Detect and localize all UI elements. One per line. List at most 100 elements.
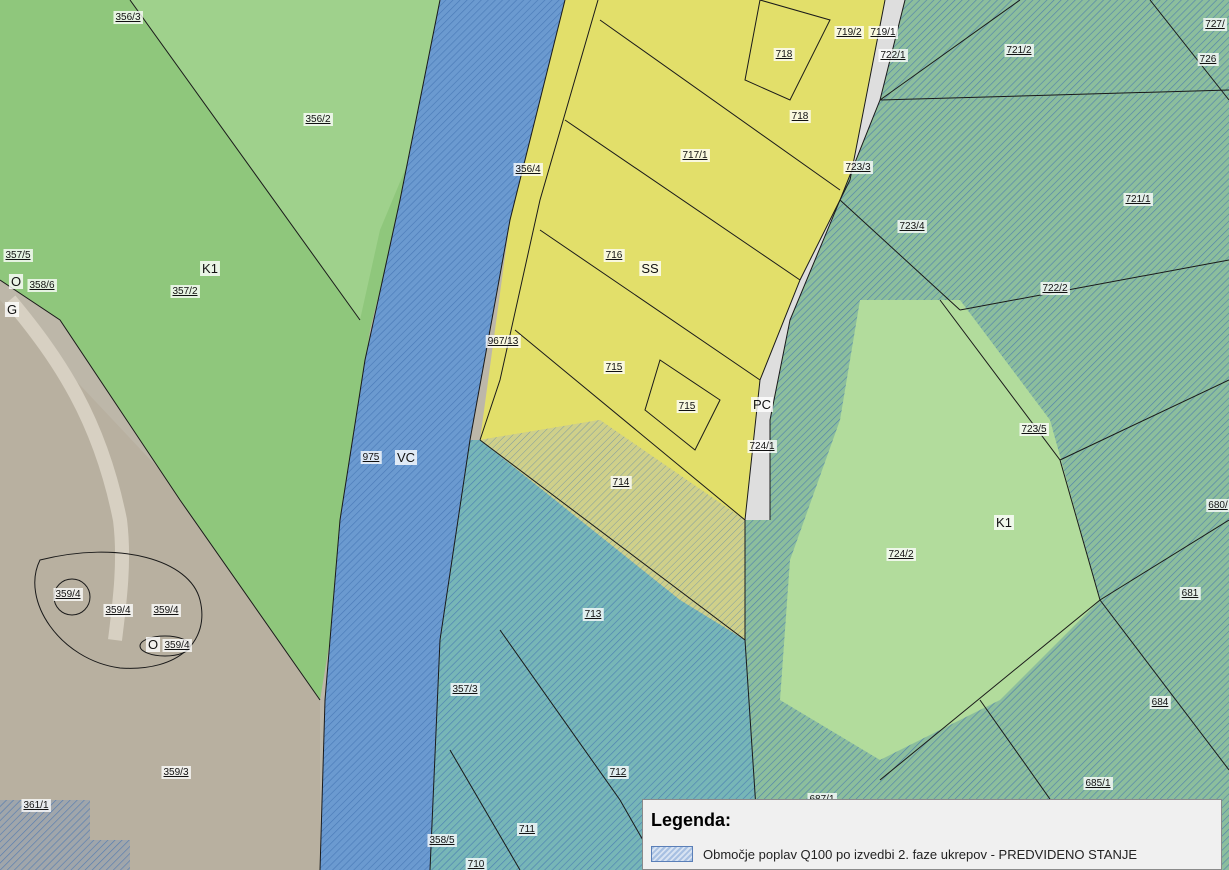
zone-pc-road xyxy=(745,0,905,520)
zone-code: O xyxy=(148,637,158,652)
zone-label-background xyxy=(200,261,220,276)
parcel-label-357-3: 357/3 xyxy=(450,683,480,696)
parcel-label-background xyxy=(834,26,864,39)
parcel-label-359-4c: 359/4 xyxy=(151,604,181,617)
parcel-label-background xyxy=(868,26,898,39)
parcel-label-background xyxy=(747,440,777,453)
parcel-label-background xyxy=(1123,193,1153,206)
parcel-label-713: 713 xyxy=(582,608,604,621)
parcel-number: 975 xyxy=(363,452,380,463)
zone-label-background xyxy=(4,302,20,317)
parcel-label-717-1: 717/1 xyxy=(680,149,710,162)
parcel-label-background xyxy=(485,335,521,348)
parcel-number: 713 xyxy=(585,609,602,620)
parcel-label-680: 680/ xyxy=(1206,499,1229,512)
parcel-number: 721/2 xyxy=(1006,45,1031,56)
zone-label-background xyxy=(394,450,418,465)
legend-item-label: Območje poplav Q100 po izvedbi 2. faze u… xyxy=(703,846,1138,862)
parcel-label-background xyxy=(603,361,625,374)
parcel-label-background xyxy=(151,604,181,617)
parcel-label-685-1: 685/1 xyxy=(1083,777,1113,790)
parcel-number: 717/1 xyxy=(682,150,707,161)
parcel-number: 359/3 xyxy=(163,767,188,778)
parcel-label-715b: 715 xyxy=(676,400,698,413)
parcel-label-358-5: 358/5 xyxy=(427,834,457,847)
parcel-label-359-4d: 359/4 xyxy=(162,639,192,652)
parcel-label-background xyxy=(603,249,625,262)
parcel-number: 718 xyxy=(776,49,793,60)
zone-label-background xyxy=(639,261,661,276)
parcel-label-684: 684 xyxy=(1149,696,1171,709)
flood-area-south-central xyxy=(430,440,760,870)
zone-label-background xyxy=(145,637,161,652)
parcel-number: 359/4 xyxy=(105,605,130,616)
parcel-label-967-13: 967/13 xyxy=(485,335,521,348)
parcel-number: 712 xyxy=(610,767,627,778)
parcel-label-723-5: 723/5 xyxy=(1019,423,1049,436)
parcel-label-721-1: 721/1 xyxy=(1123,193,1153,206)
parcel-number: 711 xyxy=(519,824,535,835)
parcel-label-356-4: 356/4 xyxy=(513,163,543,176)
parcel-label-background xyxy=(1179,587,1201,600)
parcel-number: 356/4 xyxy=(515,164,540,175)
parcel-label-724-2: 724/2 xyxy=(886,548,916,561)
parcel-label-710: 710 xyxy=(465,858,487,870)
parcel-number: 359/4 xyxy=(55,589,80,600)
parcel-label-background xyxy=(465,858,487,870)
parcel-label-723-4: 723/4 xyxy=(897,220,927,233)
parcel-number: 719/2 xyxy=(836,27,861,38)
parcel-label-background xyxy=(517,823,538,836)
parcel-label-359-4a: 359/4 xyxy=(53,588,83,601)
parcel-number: 716 xyxy=(606,250,623,261)
parcel-label-background xyxy=(3,249,33,262)
zone-ss-area xyxy=(480,0,885,520)
parcel-label-background xyxy=(607,766,629,779)
flood-area-southwest xyxy=(0,800,130,870)
parcel-label-356-3: 356/3 xyxy=(113,11,143,24)
parcel-number: 681 xyxy=(1182,588,1199,599)
parcel-number: 357/2 xyxy=(172,286,197,297)
parcel-label-background xyxy=(773,48,795,61)
parcel-label-background xyxy=(843,161,873,174)
parcel-label-background xyxy=(789,110,811,123)
parcel-number: 715 xyxy=(606,362,623,373)
parcel-label-background xyxy=(1004,44,1034,57)
parcel-label-background xyxy=(1019,423,1049,436)
zone-label-vc: VC xyxy=(394,450,418,465)
parcel-number: 361/1 xyxy=(23,800,48,811)
parcel-label-background xyxy=(1040,282,1070,295)
parcel-label-359-3: 359/3 xyxy=(161,766,191,779)
parcel-number: 357/5 xyxy=(5,250,30,261)
zone-k1-west-field xyxy=(130,0,440,320)
parcel-number: 359/4 xyxy=(164,640,189,651)
parcel-label-background xyxy=(303,113,333,126)
parcel-label-356-2: 356/2 xyxy=(303,113,333,126)
parcel-number: 358/5 xyxy=(429,835,454,846)
parcel-label-715a: 715 xyxy=(603,361,625,374)
parcel-label-background xyxy=(878,49,908,62)
parcel-number: 726 xyxy=(1200,54,1217,65)
parcel-number: 727/ xyxy=(1205,19,1225,30)
parcel-label-359-4b: 359/4 xyxy=(103,604,133,617)
parcel-label-background xyxy=(162,639,192,652)
zone-label-background xyxy=(8,274,24,289)
flood-area-river xyxy=(320,0,565,870)
parcel-label-background xyxy=(1083,777,1113,790)
parcel-label-background xyxy=(450,683,480,696)
parcel-number: 719/1 xyxy=(870,27,895,38)
parcel-label-711: 711 xyxy=(517,823,538,836)
parcel-label-background xyxy=(680,149,710,162)
parcel-label-724-1: 724/1 xyxy=(747,440,777,453)
parcel-number: 723/4 xyxy=(899,221,924,232)
parcel-label-718b: 718 xyxy=(789,110,811,123)
parcel-label-background xyxy=(21,799,51,812)
parcel-number: 356/2 xyxy=(305,114,330,125)
parcel-label-background xyxy=(610,476,632,489)
parcel-label-background xyxy=(1197,53,1219,66)
zone-label-k1-east: K1 xyxy=(994,515,1014,530)
parcel-number: 356/3 xyxy=(115,12,140,23)
parcel-label-background xyxy=(53,588,83,601)
